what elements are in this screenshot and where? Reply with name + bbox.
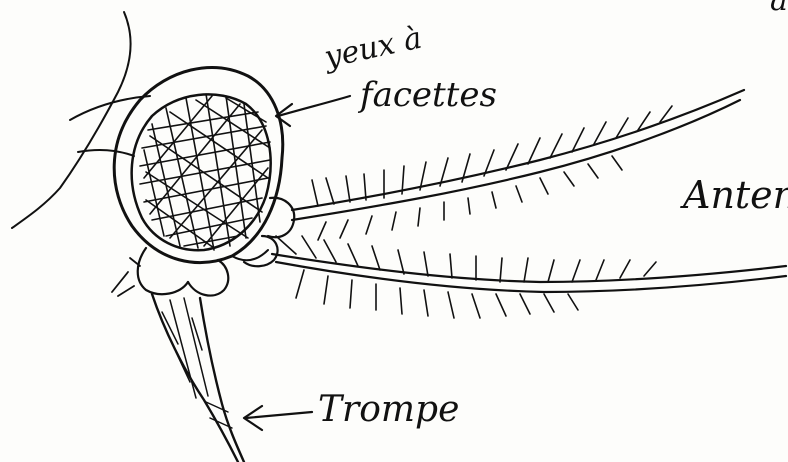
eye-facets-hatching — [140, 94, 270, 250]
palps-segments — [112, 248, 268, 296]
proboscis-arrow — [244, 406, 312, 430]
antenna-upper-bristles — [312, 106, 672, 240]
antenna-lower-bristles — [276, 236, 656, 318]
eye-arrow — [276, 96, 350, 126]
thorax-outline — [12, 12, 150, 228]
label-proboscis: Trompe — [318, 392, 459, 428]
label-compound-eyes-line2: facettes — [360, 78, 497, 112]
antenna-lower — [272, 236, 786, 318]
proboscis — [152, 294, 244, 462]
label-antennae: Anten — [683, 176, 788, 214]
label-corner-fragment: a — [770, 0, 788, 16]
